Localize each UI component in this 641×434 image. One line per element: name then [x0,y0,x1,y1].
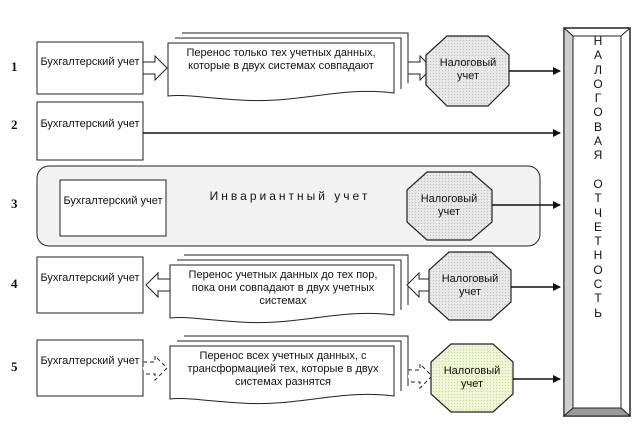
row-number-5: 5 [11,359,18,374]
transfer-text-1: Перенос только тех учетных данных, котор… [186,47,376,72]
row-1 [36,32,561,107]
reporting-label-letter: Т [594,191,602,206]
row-number-4: 4 [11,276,18,291]
reporting-label-letter: О [593,176,603,191]
accounting-box-1 [36,41,144,95]
reporting-label-letter: Г [594,91,602,106]
row-number-1: 1 [11,59,18,74]
block-arrow-4b [406,271,432,299]
reporting-label-letter: А [593,134,602,149]
reporting-label-letter: Н [593,34,603,48]
tax-label-5: Налоговый учет [443,365,501,390]
transfer-text-4: Перенос учетных данных до тех пор, пока … [188,269,378,307]
dashed-arrow-5b [407,362,433,390]
tax-label-3: Налоговый учет [420,193,478,218]
reporting-label-letter: Ч [594,205,602,220]
row-3 [36,165,561,247]
tax-label-4: Налоговый учет [441,273,499,298]
reporting-label-letter: Ь [594,305,602,320]
reporting-label-letter: О [593,105,603,120]
accounting-label-2: Бухгалтерский учет [40,118,140,130]
accounting-label-5: Бухгалтерский учет [40,355,140,367]
reporting-label-letter: Л [594,62,602,77]
reporting-box [562,26,632,418]
block-arrow-4 [145,271,171,299]
reporting-label-letter: Е [593,219,602,234]
accounting-box-3 [59,179,167,237]
tax-label-1: Налоговый учет [439,57,497,82]
accounting-label-3: Бухгалтерский учет [63,195,163,207]
reporting-label-space [596,163,599,177]
document-4 [169,264,395,324]
row-5 [36,335,561,413]
accounting-box-2 [36,101,144,161]
tax-octagon-1 [425,35,510,107]
reporting-label-letter: С [593,277,603,292]
dashed-arrow-5 [142,354,168,382]
tax-octagon-4 [428,251,512,321]
row-2 [36,101,561,161]
reporting-label-letter: О [593,262,603,277]
reporting-label-letter: Т [594,291,602,306]
reporting-label-letter: О [593,76,603,91]
row-number-3: 3 [11,196,18,211]
invariant-label: Инвариантный учет [209,189,371,203]
accounting-label-4: Бухгалтерский учет [40,272,140,284]
tax-octagon-5 [430,343,514,413]
document-1 [167,42,395,102]
accounting-box-4 [36,256,144,314]
accounting-box-5 [36,339,144,397]
row-number-2: 2 [11,117,18,132]
reporting-label-letter: Т [594,234,602,249]
transfer-text-5: Перенос всех учетных данных, с трансформ… [187,350,379,388]
reporting-label-letter: Я [593,148,603,163]
tax-octagon-3 [406,171,493,241]
reporting-label-letter: В [593,119,602,134]
reporting-label-letter: Н [593,248,603,263]
document-5 [169,345,395,405]
accounting-label-1: Бухгалтерский учет [40,56,140,68]
reporting-label-letter: А [593,48,602,63]
row-4 [36,251,561,324]
block-arrow-1 [142,54,168,82]
